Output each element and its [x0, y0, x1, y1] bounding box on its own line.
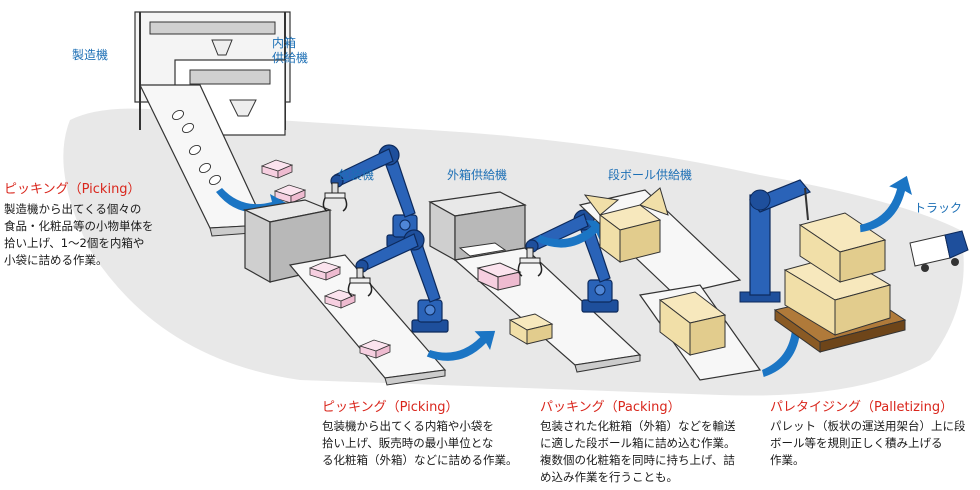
step-1-description: 製造機から出てくる個々の 食品・化粧品等の小物単体を 拾い上げ、1〜2個を内箱や… [4, 202, 154, 267]
step-4-description: パレット（板状の運送用架台）上に段 ボール等を規則正しく積み上げる 作業。 [770, 419, 966, 467]
step-4-title: パレタイジング（Palletizing） [770, 400, 954, 415]
truck-icon [909, 230, 969, 272]
step-3-description: 包装された化粧箱（外箱）などを輸送 に適した段ボール箱に詰め込む作業。 複数個の… [540, 419, 736, 484]
label-inner-box-supply: 内箱 供給機 [272, 36, 309, 65]
manufacturing-machine [134, 11, 291, 181]
label-outer-box-supply: 外箱供給機 [447, 168, 508, 182]
conveyor-3 [453, 247, 642, 373]
cosmetic-box [476, 262, 522, 291]
label-truck: トラック [914, 201, 963, 215]
outer-box-supply-machine [428, 191, 527, 262]
palletizing-robot [739, 179, 811, 303]
conveyor-2 [288, 254, 447, 386]
step-2-title: ピッキング（Picking） [322, 400, 459, 415]
pallet-stack [773, 212, 907, 353]
cardboard-box-open [508, 313, 554, 345]
label-cardboard-supply: 段ボール供給機 [608, 168, 693, 182]
step-2-description: 包装機から出てくる内箱や小袋を 拾い上げ、販売時の最小単位とな る化粧箱（外箱）… [322, 419, 518, 467]
step-3-title: パッキング（Packing） [540, 400, 681, 415]
label-packaging-machine: 包装機 [338, 168, 375, 182]
conveyor-4 [638, 284, 762, 381]
cardboard-box [658, 291, 727, 357]
label-manufacturing-machine: 製造機 [72, 48, 109, 62]
cardboard-supply-machine [578, 187, 742, 296]
conveyor-1 [139, 84, 306, 237]
step-1-title: ピッキング（Picking） [4, 182, 141, 197]
